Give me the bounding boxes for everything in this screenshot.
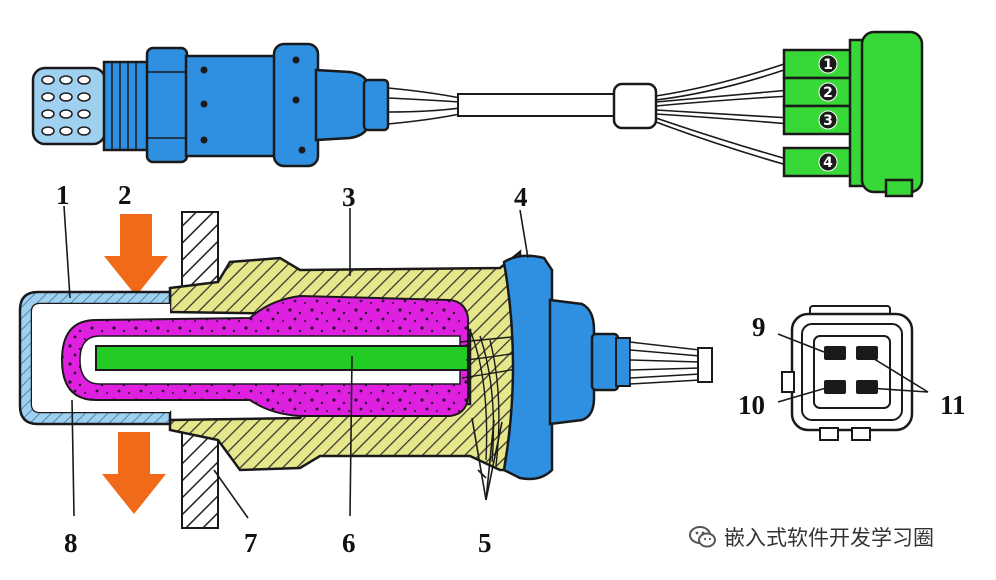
- connector-face-view: [781, 305, 914, 441]
- sensor-hex-nut: [145, 46, 189, 164]
- heater-electrode: [95, 345, 469, 371]
- exhaust-flow-arrow-out: [102, 432, 166, 514]
- connector-pin: [856, 346, 878, 360]
- connector-pin-2-label: 2: [823, 85, 833, 101]
- sensor-cap-rear: [548, 298, 596, 426]
- cable-grommet: [612, 82, 658, 130]
- callout-3: 3: [342, 182, 356, 212]
- sensor-cross-section: [18, 211, 713, 529]
- callout-numbers: 1 2 3 4 5 6 7 8 9 10 11: [56, 180, 966, 558]
- callout-8: 8: [64, 528, 78, 558]
- callout-5: 5: [478, 528, 492, 558]
- exhaust-pipe-wall-top: [181, 211, 219, 293]
- sensor-boot: [314, 68, 368, 142]
- watermark-text: 嵌入式软件开发学习圈: [724, 526, 934, 550]
- sensor-external-view: 1 2 3 4: [31, 30, 924, 198]
- connector-pin-4-label: 4: [823, 155, 833, 171]
- connector-pin-3-label: 3: [823, 113, 833, 129]
- callout-4: 4: [514, 182, 528, 212]
- connector-pin: [824, 380, 846, 394]
- connector-pin-1-label: 1: [823, 57, 833, 73]
- callout-6: 6: [342, 528, 356, 558]
- callout-9: 9: [752, 312, 766, 342]
- sensor-body: [184, 54, 278, 158]
- callout-11: 11: [940, 390, 966, 420]
- sensor-cap: [502, 254, 554, 481]
- exhaust-pipe-wall-bottom: [181, 431, 219, 529]
- sensor-thread: [102, 60, 150, 152]
- wire-connector: 1 2 3 4: [782, 30, 924, 198]
- sensor-cable: [457, 93, 623, 117]
- connector-pin: [856, 380, 878, 394]
- wechat-icon: [689, 526, 716, 548]
- callout-1: 1: [56, 180, 70, 210]
- watermark: 嵌入式软件开发学习圈: [688, 520, 934, 554]
- leader-lines: [63, 205, 929, 519]
- callout-10: 10: [738, 390, 765, 420]
- tip-holes: [41, 75, 91, 136]
- callout-7: 7: [244, 528, 258, 558]
- callout-2: 2: [118, 180, 132, 210]
- connector-pin: [824, 346, 846, 360]
- exhaust-flow-arrow-in: [104, 214, 168, 296]
